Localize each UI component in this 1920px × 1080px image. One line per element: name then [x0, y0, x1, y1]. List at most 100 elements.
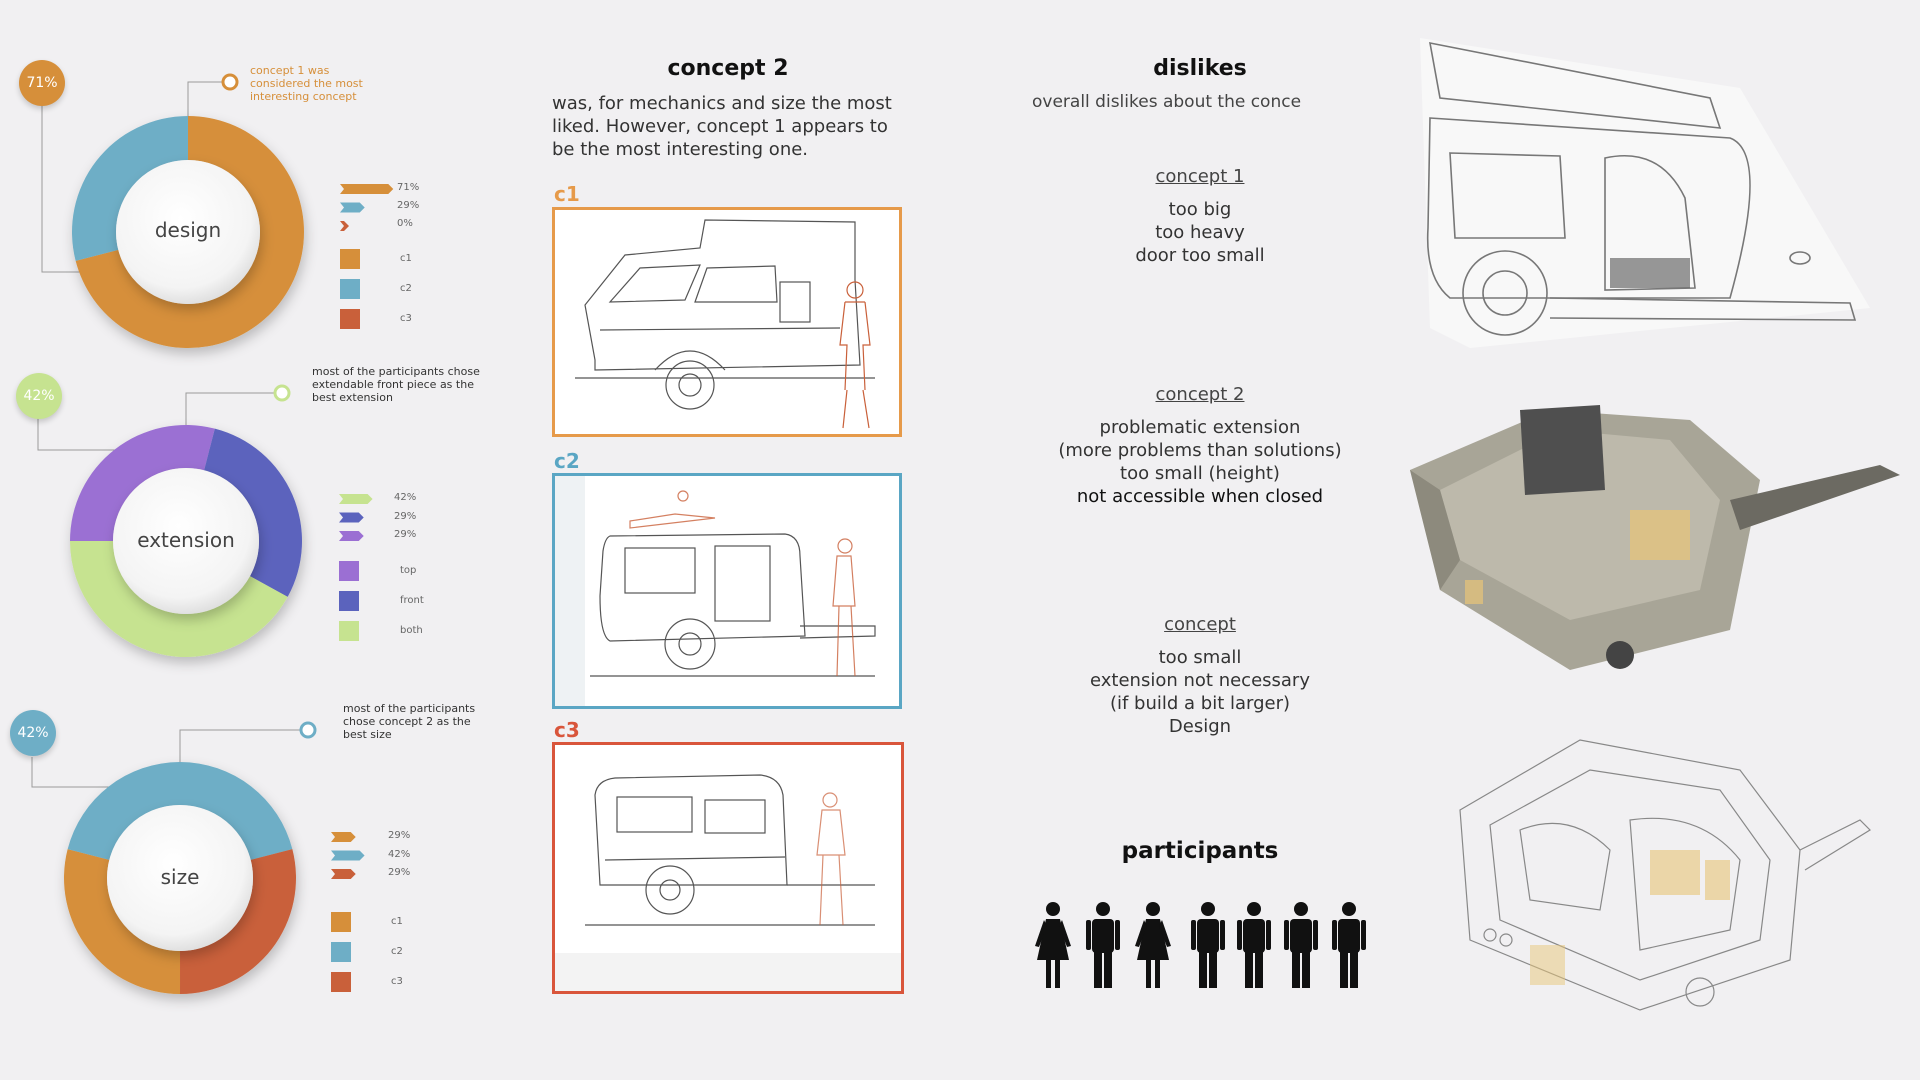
legend-design-value-2: 29% [397, 200, 420, 211]
donut-slice-c1 [75, 116, 305, 348]
legend-design-value-1: 71% [397, 182, 420, 193]
legend-extension-value-2: 29% [394, 511, 417, 522]
note-dot-design [221, 73, 239, 91]
legend-swatch-size-c2 [331, 942, 351, 962]
center-label-size: size [160, 865, 200, 889]
dislikes-title: dislikes [1153, 56, 1247, 81]
dislike-item: too heavy [1155, 222, 1245, 243]
sketch-frame-c1 [552, 207, 902, 437]
note-extension: most of the participants chose extendabl… [312, 365, 480, 404]
legend-swatch-design-c2 [340, 279, 360, 299]
dislike-item: (if build a bit larger) [1109, 693, 1291, 714]
center-label-design: design [154, 218, 222, 242]
dislike-item: too small [1158, 647, 1242, 668]
dislikes-concept3-heading: concept [1164, 614, 1236, 635]
legend-bar-both [339, 494, 373, 504]
dislikes-subtitle: overall dislikes about the conce [1032, 92, 1302, 112]
dislikes-concept3: concept too small extension not necessar… [1010, 613, 1390, 738]
participants-title: participants [1121, 838, 1279, 864]
legend-extension-value-1: 42% [394, 492, 417, 503]
label-c1: c1 [554, 182, 580, 206]
donut-size [63, 762, 297, 994]
legend-bar-c2 [331, 850, 365, 861]
legend-label-extension-front: front [400, 595, 424, 606]
donut-slice-c2 [72, 116, 188, 261]
female-person-icon [1035, 902, 1071, 988]
male-person-icon [1284, 902, 1318, 988]
male-person-icon [1086, 902, 1120, 988]
legend-bar-front [339, 512, 364, 523]
label-c2: c2 [554, 449, 580, 473]
concept-description: was, for mechanics and size the most lik… [552, 93, 892, 160]
legend-bar-c2 [340, 202, 365, 213]
donut-slice-top [70, 425, 215, 541]
legend-label-extension-top: top [400, 565, 417, 576]
legend-bars [331, 184, 394, 879]
donut-size-center [107, 805, 253, 951]
connector-size-note [179, 729, 308, 770]
note-dot-extension [273, 384, 291, 402]
trailer-sketch-c2 [555, 476, 876, 706]
legend-bar-c1 [340, 184, 394, 194]
legend-size-value-3: 29% [388, 867, 411, 878]
dislike-item: problematic extension [1099, 417, 1301, 438]
donut-extension-center [113, 468, 259, 614]
legend-label-design-c1: c1 [400, 253, 412, 264]
legend-swatch-extension-front [339, 591, 359, 611]
legend-label-extension-both: both [400, 625, 423, 636]
female-person-icon [1135, 902, 1171, 988]
legend-size-value-1: 29% [388, 830, 411, 841]
legend-size-value-2: 42% [388, 849, 411, 860]
legend-swatch-design-c3 [340, 309, 360, 329]
donut-slice-c3 [180, 849, 297, 994]
concept-title: concept 2 [667, 56, 789, 81]
legend-swatch-extension-both [339, 621, 359, 641]
note-size: most of the participants chose concept 2… [343, 702, 476, 741]
callout-extension: 42% [16, 373, 62, 419]
donut-design [72, 116, 305, 348]
label-c3: c3 [554, 718, 580, 742]
donut-design-center [116, 160, 260, 304]
male-person-icon [1191, 902, 1225, 988]
donut-slice-front [204, 428, 302, 597]
sketch-trailer-wireframe [1459, 739, 1871, 1011]
legend-swatch-size-c1 [331, 912, 351, 932]
dislikes-concept1-heading: concept 1 [1155, 166, 1245, 187]
legend-bar-c3 [331, 869, 356, 879]
legend-bar-c3 [340, 221, 349, 231]
legend-bar-c1 [331, 832, 356, 842]
legend-label-size-c2: c2 [391, 946, 403, 957]
male-person-icon [1332, 902, 1366, 988]
sketch-frame-c3 [552, 742, 904, 994]
legend-label-design-c3: c3 [400, 313, 412, 324]
connector-extension-note [185, 392, 282, 440]
legend-design-value-3: 0% [397, 218, 413, 229]
donut-slice-both [70, 541, 288, 658]
sketch-frame-c2 [552, 473, 902, 709]
legend-bar-top [339, 531, 364, 541]
trailer-sketch-c3 [555, 774, 901, 991]
callout-size: 42% [10, 710, 56, 756]
connector-design-note [187, 81, 230, 120]
legend-label-size-c3: c3 [391, 976, 403, 987]
note-dot-size [299, 721, 317, 739]
legend-swatch-extension-top [339, 561, 359, 581]
donut-slice-c2 [67, 762, 293, 860]
dislike-item: (more problems than solutions) [1058, 440, 1342, 461]
dislikes-concept2-heading: concept 2 [1155, 384, 1245, 405]
callout-design: 71% [19, 60, 65, 106]
dislike-item: Design [1168, 716, 1232, 737]
legend-label-size-c1: c1 [391, 916, 403, 927]
legend-label-design-c2: c2 [400, 283, 412, 294]
donut-slice-c1 [63, 849, 181, 994]
dislike-item: extension not necessary [1090, 670, 1310, 691]
legend-swatch-size-c3 [331, 972, 351, 992]
dislike-item: too small (height) [1120, 463, 1280, 484]
center-label-extension: extension [137, 528, 235, 552]
legend-swatch-design-c1 [340, 249, 360, 269]
sketch-trailer-render [1410, 405, 1900, 670]
note-design: concept 1 was considered the most intere… [250, 64, 363, 103]
sketch-trailer-exterior [1420, 38, 1870, 348]
male-person-icon [1237, 902, 1271, 988]
donut-extension [70, 425, 302, 658]
